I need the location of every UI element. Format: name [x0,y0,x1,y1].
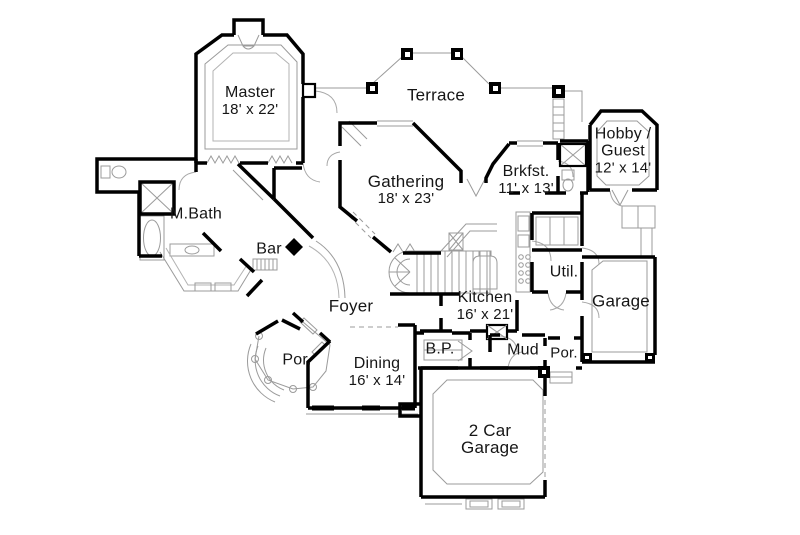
room-label-porch-left: Por. [282,351,312,369]
room-name: Gathering [367,172,445,191]
room-name: Kitchen [457,289,513,306]
corner-blocks [538,353,655,378]
room-label-brkfst: Brkfst. 11' x 13' [498,163,554,197]
room-label-hobby-guest: Hobby / Guest 12' x 14' [595,126,652,177]
room-label-util: Util. [549,263,579,281]
kitchen-fixtures [440,211,552,340]
room-dims: 16' x 21' [456,306,514,323]
room-name: Brkfst. [502,163,550,180]
room-label-mud: Mud [507,341,539,359]
room-label-foyer: Foyer [328,296,374,316]
room-name-line1: 2 Car [468,421,512,440]
room-dims: 16' x 14' [348,372,406,389]
terrace-pillars [366,48,565,98]
room-label-bar: Bar [256,240,282,258]
room-label-master: Master 18' x 22' [222,84,279,118]
room-label-dining: Dining 16' x 14' [349,355,406,389]
room-name: Dining [353,355,401,372]
room-name-line1: Hobby / [594,125,652,143]
mbath-fixtures [100,165,215,261]
room-label-gathering: Gathering 18' x 23' [368,173,444,207]
walls [95,18,659,499]
room-dims: 18' x 22' [221,101,279,118]
terrace-outline [315,52,583,122]
room-name-line2: Garage [461,438,519,457]
room-dims: 11' x 13' [498,180,554,197]
room-label-garage: Garage [592,291,650,311]
room-label-kitchen: Kitchen 16' x 21' [457,289,514,323]
room-label-2car-garage: 2 Car Garage [461,422,519,456]
room-dims: 18' x 23' [377,190,435,207]
room-label-porch-right: Por. [550,344,578,362]
room-label-terrace: Terrace [406,85,466,105]
room-label-bp: B.P. [425,340,455,358]
room-name-line2: Guest [601,142,645,160]
room-label-mbath: M.Bath [170,205,222,223]
room-name: Master [224,84,276,101]
room-dims: 12' x 14' [594,159,652,177]
porch-left-outline [247,317,331,403]
